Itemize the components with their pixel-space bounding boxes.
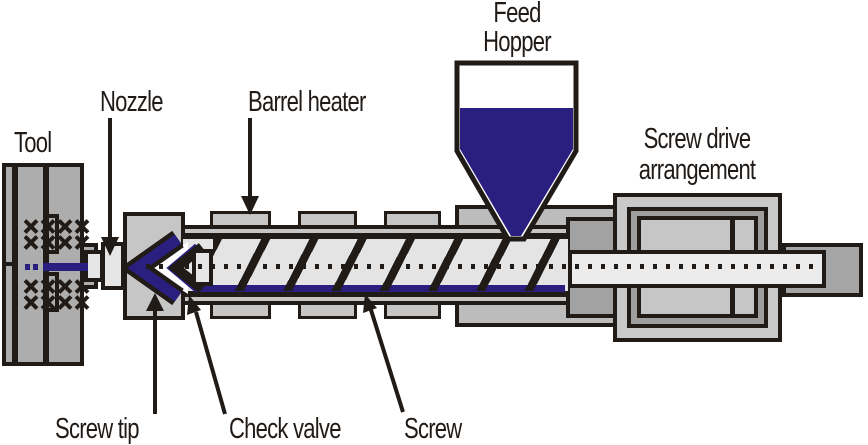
nozzle-arrow bbox=[101, 118, 119, 256]
check-valve-arrow bbox=[187, 295, 227, 415]
screw-centerline-dots bbox=[146, 264, 822, 269]
heater-band-top-3 bbox=[384, 211, 441, 228]
label-screw-drive-line2: arrangement bbox=[638, 154, 756, 186]
screw-tip-chevron bbox=[127, 234, 182, 302]
label-check-valve: Check valve bbox=[229, 413, 341, 445]
label-feed-hopper-line2: Hopper bbox=[483, 26, 551, 58]
heater-band-bottom-3 bbox=[384, 302, 441, 319]
label-screw: Screw bbox=[404, 413, 462, 445]
heater-band-bottom-2 bbox=[298, 302, 357, 319]
heater-band-top-2 bbox=[298, 211, 357, 228]
sprue-dash bbox=[33, 264, 38, 270]
sprue-melt-channel bbox=[43, 263, 88, 271]
label-screw-drive-line1: Screw drive bbox=[643, 123, 752, 155]
label-feed-hopper-line1: Feed bbox=[493, 0, 541, 29]
barrel-heater-arrow bbox=[241, 118, 259, 215]
screw-arrow bbox=[363, 294, 405, 413]
label-tool: Tool bbox=[14, 127, 52, 159]
mould-cavity-step-upper bbox=[44, 214, 59, 254]
hopper-material-fill bbox=[460, 108, 573, 236]
heater-band-bottom-1 bbox=[210, 302, 271, 319]
screw-tip-arrow bbox=[146, 293, 164, 414]
label-nozzle: Nozzle bbox=[100, 86, 164, 118]
heater-band-top-1 bbox=[210, 211, 271, 228]
label-screw-tip: Screw tip bbox=[55, 413, 140, 445]
tool-parting-line bbox=[2, 262, 16, 266]
label-barrel-heater: Barrel heater bbox=[248, 86, 366, 118]
sprue-dash bbox=[25, 264, 30, 270]
drive-shaft bbox=[568, 250, 826, 288]
feed-hopper bbox=[454, 60, 579, 242]
